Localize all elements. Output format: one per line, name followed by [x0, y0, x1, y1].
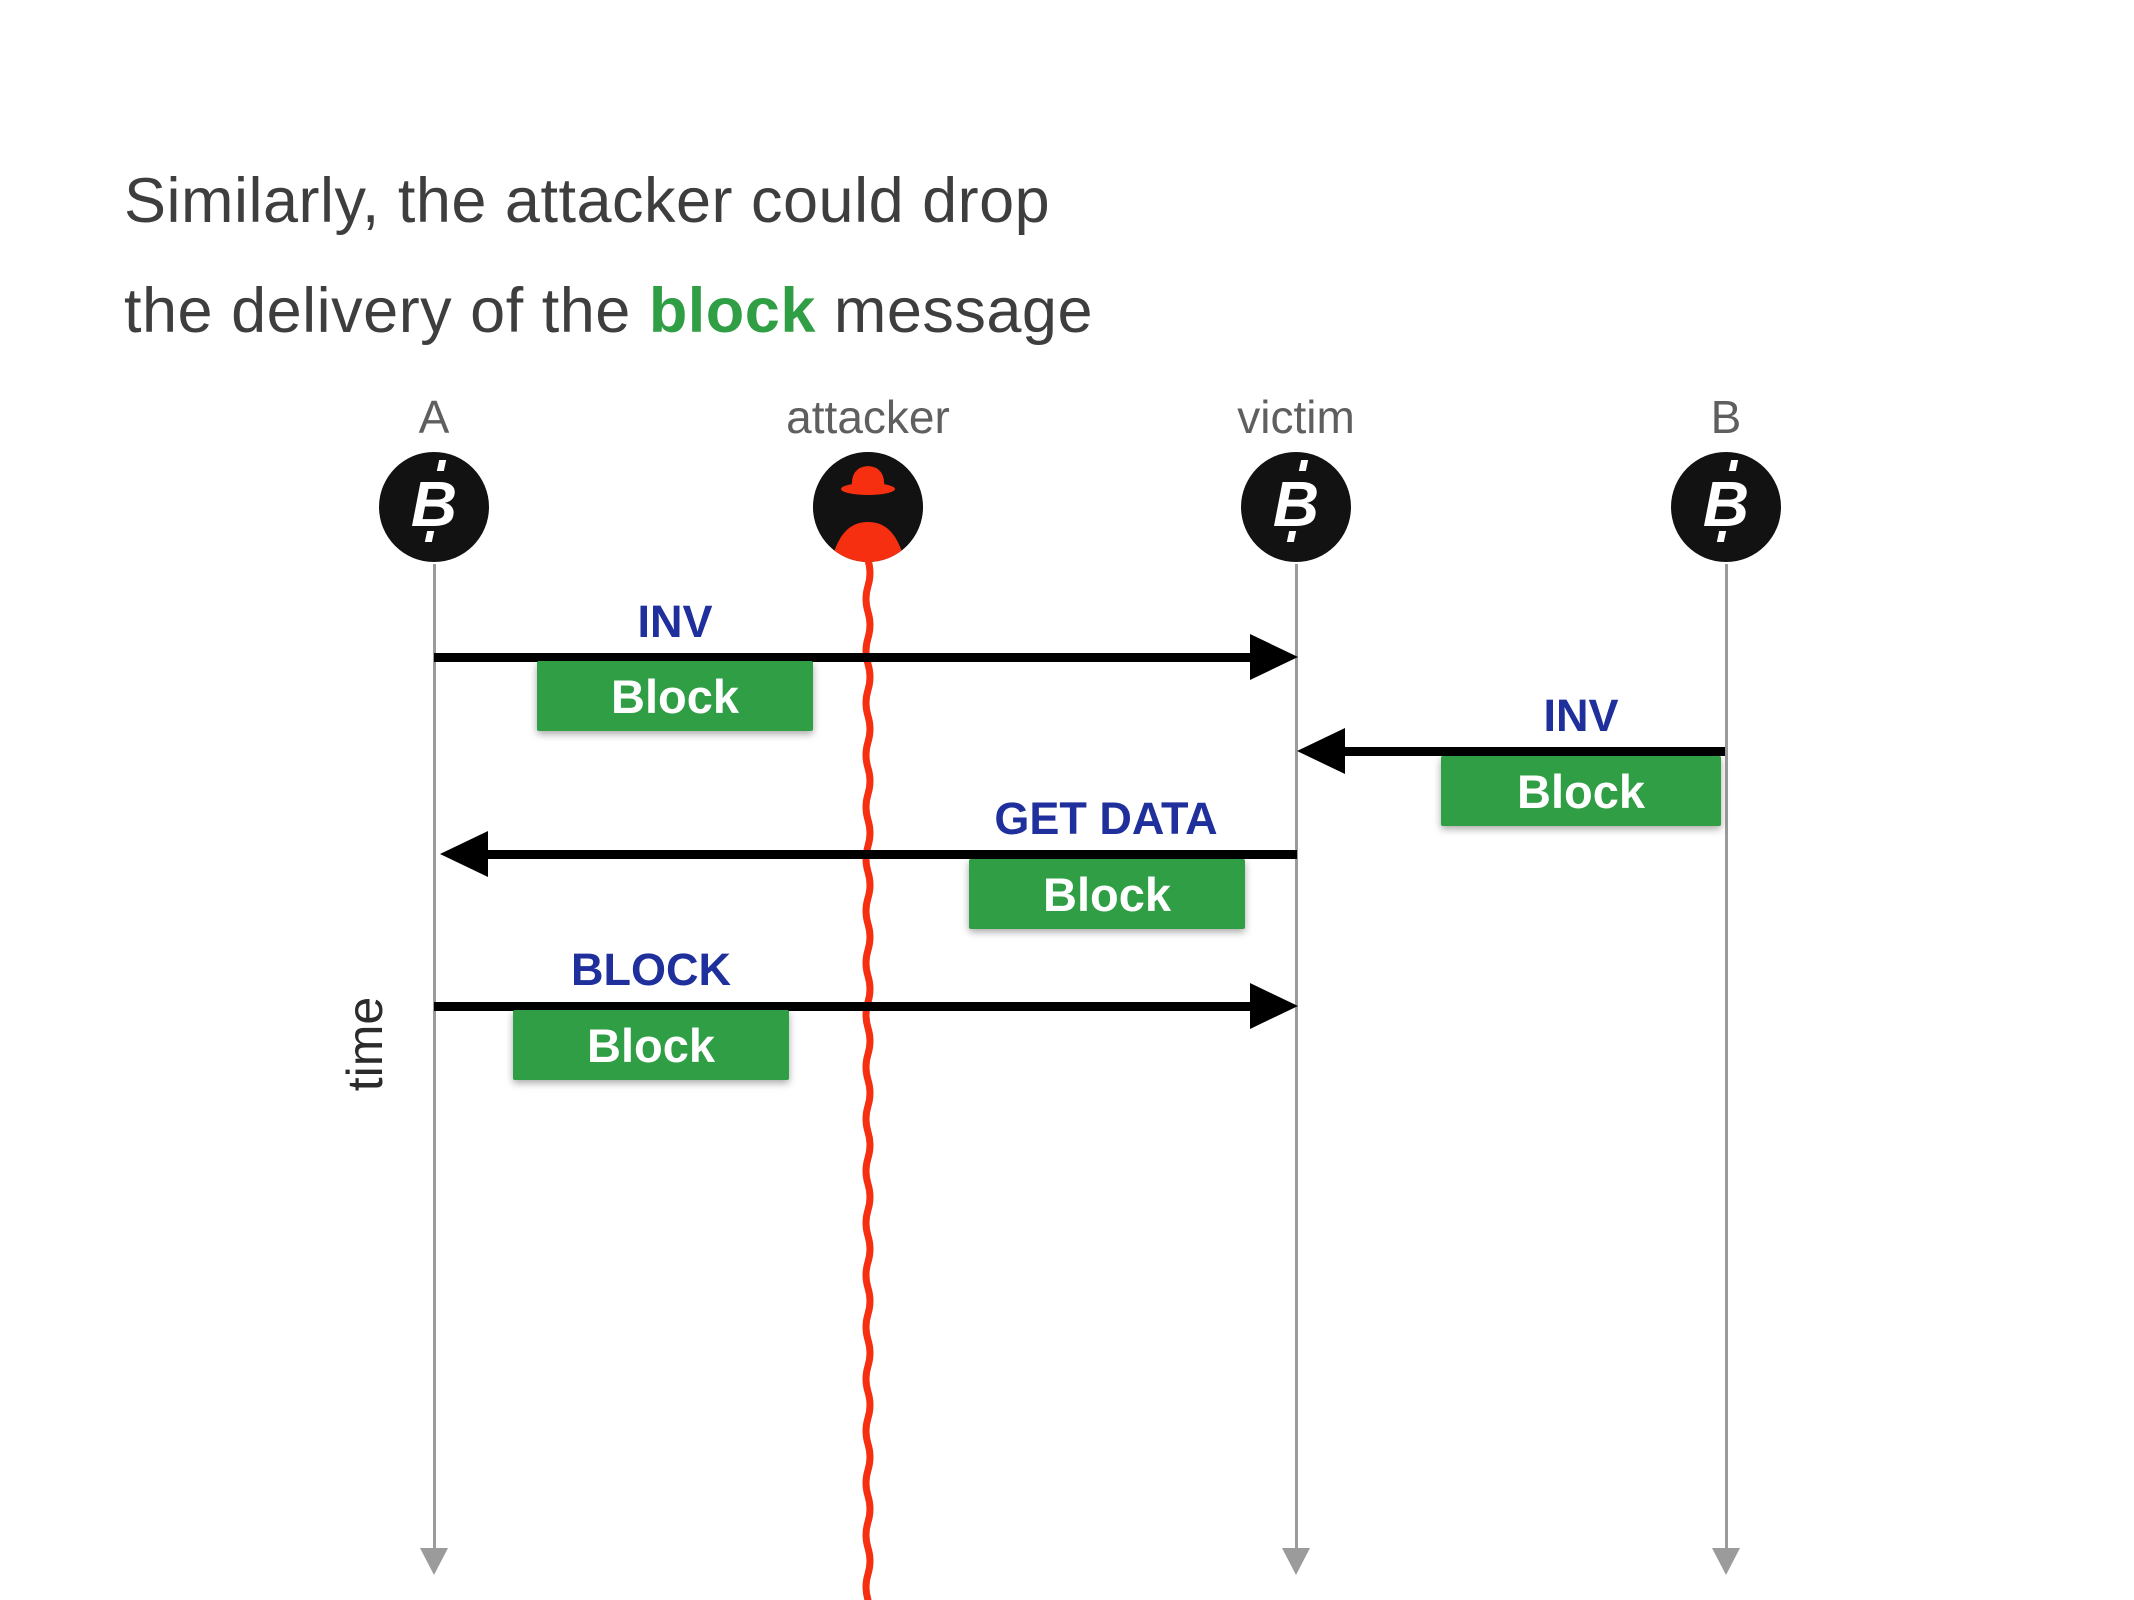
slide-title: Similarly, the attacker could drop the d… [124, 146, 1093, 366]
lifeline-b [1725, 564, 1728, 1550]
payload-box-block-1: Block [537, 661, 813, 731]
lifeline-victim-arrowhead [1282, 1548, 1310, 1575]
message-label-getdata: GET DATA [994, 793, 1218, 844]
bitcoin-glyph: B [1702, 468, 1750, 540]
actor-label-b: B [1710, 391, 1742, 443]
arrowhead-inv-a-to-victim [1250, 634, 1298, 680]
attacker-lifeline-red [862, 558, 874, 1600]
title-line-2: the delivery of the block message [124, 256, 1093, 366]
payload-box-block-3: Block [969, 859, 1245, 929]
lifeline-a-arrowhead [420, 1548, 448, 1575]
lifeline-b-arrowhead [1712, 1548, 1740, 1575]
attacker-figure [813, 452, 923, 562]
time-axis-label: time [337, 996, 393, 1092]
arrow-getdata-victim-to-a [488, 850, 1297, 859]
title-line-2-suffix: message [815, 276, 1093, 346]
lifeline-a [433, 564, 436, 1550]
actor-label-attacker: attacker [786, 391, 950, 443]
arrowhead-getdata-victim-to-a [440, 831, 488, 877]
message-label-inv-1: INV [637, 596, 713, 647]
arrowhead-inv-b-to-victim [1297, 728, 1345, 774]
arrow-block-a-to-victim [434, 1002, 1252, 1011]
bitcoin-glyph: B [1272, 468, 1320, 540]
message-label-inv-2: INV [1543, 690, 1619, 741]
actor-label-victim: victim [1237, 391, 1355, 443]
title-line-2-prefix: the delivery of the [124, 276, 649, 346]
message-label-block: BLOCK [571, 944, 731, 995]
lifeline-victim [1295, 564, 1298, 1550]
arrow-inv-b-to-victim [1345, 747, 1725, 756]
title-line-1: Similarly, the attacker could drop [124, 166, 1051, 236]
bitcoin-icon-victim: B [1241, 452, 1351, 562]
arrowhead-block-a-to-victim [1250, 983, 1298, 1029]
bitcoin-icon-a: B [379, 452, 489, 562]
bitcoin-icon-b: B [1671, 452, 1781, 562]
actor-label-a: A [418, 391, 450, 443]
arrow-inv-a-to-victim [434, 653, 1252, 662]
attacker-icon [813, 452, 923, 562]
payload-box-block-4: Block [513, 1010, 789, 1080]
payload-box-block-2: Block [1441, 756, 1721, 826]
bitcoin-glyph: B [410, 468, 458, 540]
title-highlight-block: block [648, 276, 816, 346]
